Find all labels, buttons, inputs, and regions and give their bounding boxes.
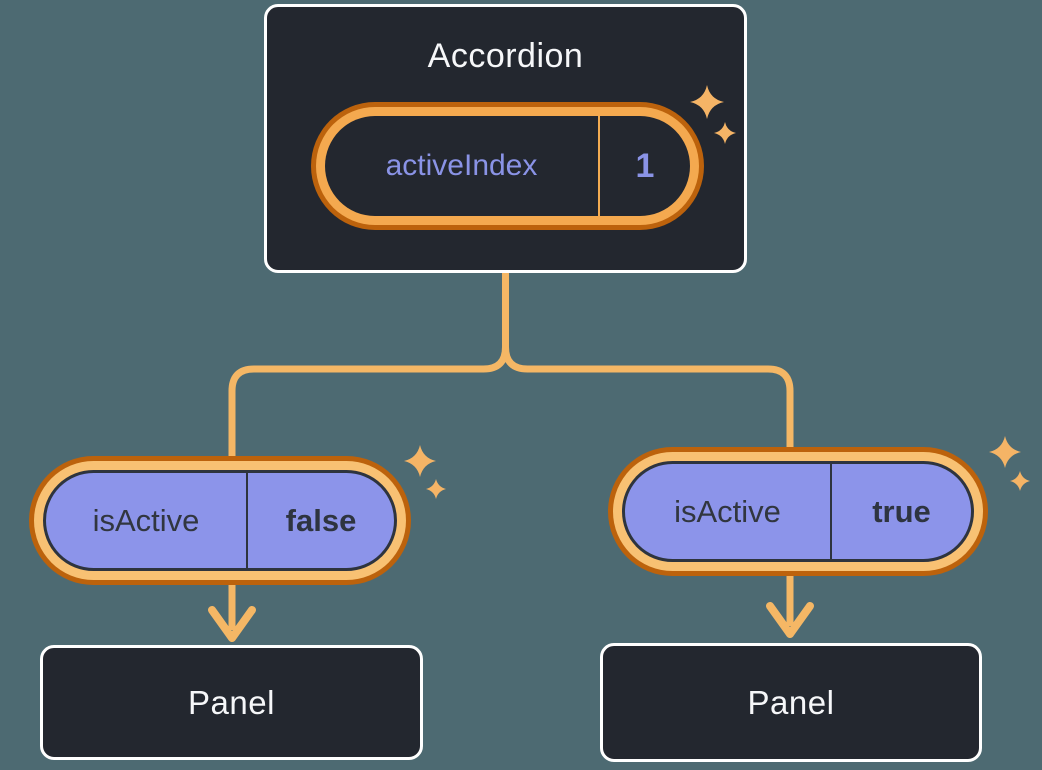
state-pill: activeIndex 1 xyxy=(325,116,690,216)
prop-pill-divider xyxy=(246,473,248,568)
down-arrow-right xyxy=(766,572,814,638)
connector-branch-left xyxy=(228,343,509,474)
panel-node-left: Panel xyxy=(40,645,423,760)
prop-value: true xyxy=(872,493,931,529)
prop-pill-divider xyxy=(830,464,832,559)
down-arrow-left xyxy=(208,580,256,642)
prop-value: false xyxy=(285,502,357,538)
prop-name-label: isActive xyxy=(674,493,781,529)
prop-name-label: isActive xyxy=(92,502,200,538)
accordion-title: Accordion xyxy=(427,37,584,75)
panel-title: Panel xyxy=(747,683,835,721)
connector-branch-right xyxy=(502,343,794,464)
state-pill-divider xyxy=(598,116,600,216)
state-value: 1 xyxy=(635,146,655,185)
panel-node-right: Panel xyxy=(600,643,982,762)
accordion-node: Accordion activeIndex 1 xyxy=(264,4,747,273)
prop-pill-right: isActive true xyxy=(622,461,974,562)
prop-pill-left: isActive false xyxy=(43,470,397,571)
panel-title: Panel xyxy=(188,683,275,721)
state-name-label: activeIndex xyxy=(385,149,538,182)
